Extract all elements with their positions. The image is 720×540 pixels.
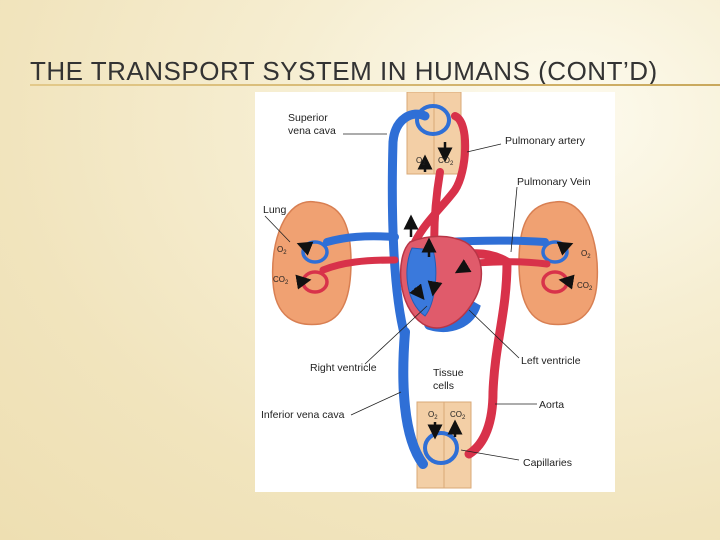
label-inferior-vena-cava: Inferior vena cava xyxy=(261,409,345,421)
label-superior-vena-cava-line1: Superior xyxy=(288,112,328,124)
label-aorta: Aorta xyxy=(539,399,564,411)
label-tissue-cells-line1: Tissue xyxy=(433,367,464,379)
circulation-diagram: Superior vena cava Pulmonary artery Pulm… xyxy=(255,92,615,492)
label-pulmonary-vein: Pulmonary Vein xyxy=(517,176,591,188)
label-right-ventricle: Right ventricle xyxy=(310,362,377,374)
label-left-ventricle: Left ventricle xyxy=(521,355,581,367)
gas-o2-bottom: O2 xyxy=(428,410,438,421)
label-pulmonary-artery: Pulmonary artery xyxy=(505,135,586,147)
gas-o2-right-lung: O2 xyxy=(581,249,591,260)
label-lung: Lung xyxy=(263,204,287,216)
gas-co2-bottom: CO2 xyxy=(450,410,466,421)
gas-o2-top: O2 xyxy=(416,156,426,167)
flow-arrows xyxy=(295,142,575,440)
gas-co2-right-lung: CO2 xyxy=(577,281,593,292)
title-underline xyxy=(30,84,720,86)
label-tissue-cells-line2: cells xyxy=(433,380,454,392)
leader-lines xyxy=(264,133,537,461)
gas-o2-left-lung: O2 xyxy=(277,245,287,256)
label-superior-vena-cava-line2: vena cava xyxy=(288,125,336,137)
gas-co2-left-lung: CO2 xyxy=(273,275,289,286)
slide-title: THE TRANSPORT SYSTEM IN HUMANS (CONT’D) xyxy=(30,56,658,86)
circulation-svg: Superior vena cava Pulmonary artery Pulm… xyxy=(261,92,599,489)
gas-co2-top: CO2 xyxy=(438,156,454,167)
label-capillaries: Capillaries xyxy=(523,457,572,469)
